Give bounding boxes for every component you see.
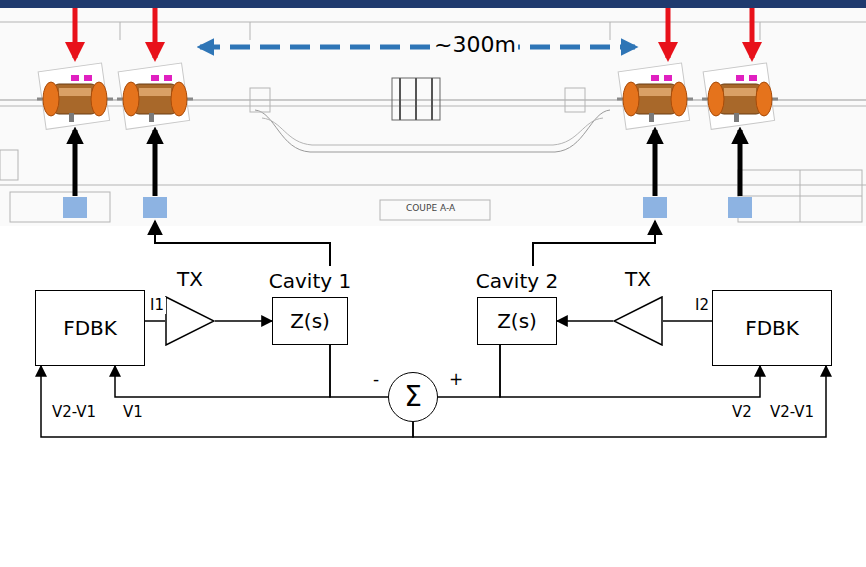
drive-wire [155, 221, 655, 266]
signal-line [330, 345, 388, 397]
signal-name: I1 [148, 297, 166, 314]
signal-name: V2-V1 [768, 404, 816, 421]
drawing-ground [0, 8, 866, 226]
node-text: FDBK [745, 317, 799, 340]
crab-cavity [617, 63, 693, 129]
signal-name: V1 [121, 404, 145, 421]
triangle-shape [166, 297, 214, 345]
signal-line [115, 345, 330, 397]
node-heading: Cavity 2 [476, 270, 558, 293]
signal-line [413, 366, 826, 437]
triangle-shape [614, 297, 662, 345]
cavity-box: Cavity 2Z(s) [477, 297, 557, 345]
feedback-box: FDBK [35, 290, 145, 366]
feed-arrow [75, 130, 740, 196]
signal-name: V2 [730, 404, 754, 421]
crab-cavity [702, 63, 778, 129]
title-bar [0, 0, 866, 8]
crab-cavity [37, 63, 113, 129]
signal-name: - [371, 370, 381, 389]
cavity-box: Cavity 1Z(s) [272, 297, 348, 345]
amplifier-triangle: TX [165, 296, 215, 346]
coupler-square [63, 197, 752, 218]
signal-line [438, 345, 500, 397]
distance-label: ~300m [432, 33, 518, 57]
technical-lines [0, 22, 866, 222]
signal-name: V2-V1 [50, 404, 98, 421]
node-heading: TX [177, 268, 203, 291]
signal-line [215, 320, 272, 322]
signal-line [41, 366, 413, 437]
signal-name: + [447, 370, 465, 389]
signal-name: I2 [693, 297, 711, 314]
signal-line [145, 320, 165, 322]
node-heading: Cavity 1 [269, 270, 351, 293]
beam-arrow [75, 8, 752, 58]
node-text: Z(s) [497, 310, 537, 333]
node-heading: TX [625, 268, 651, 291]
distance-arrow [200, 45, 635, 50]
sum-circle: Σ [388, 372, 438, 422]
feedback-box: FDBK [712, 290, 832, 366]
node-text: Σ [404, 383, 422, 411]
node-text: FDBK [63, 317, 117, 340]
section-label: COUPE A-A [404, 204, 457, 214]
triangle-outline [613, 296, 663, 346]
triangle-outline [165, 296, 215, 346]
amplifier-triangle: TX [613, 296, 663, 346]
signal-line [663, 320, 712, 322]
crab-cavity [117, 63, 193, 129]
node-text: Z(s) [290, 310, 330, 333]
signal-line [557, 320, 613, 322]
